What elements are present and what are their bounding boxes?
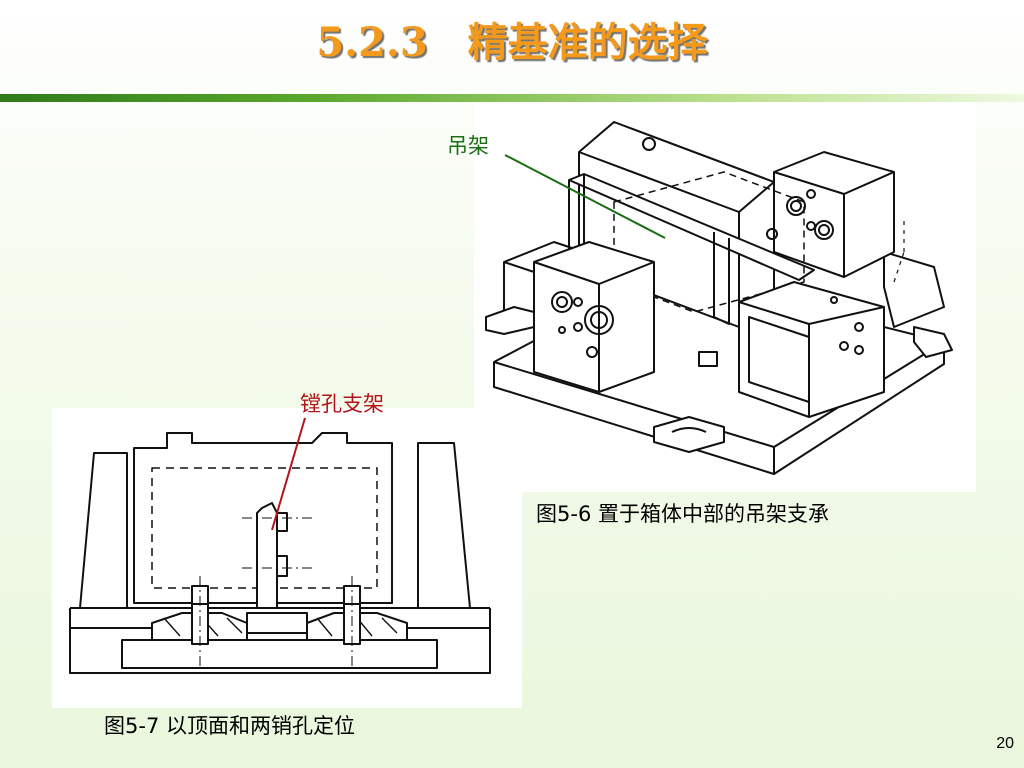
boring-support-callout-label: 镗孔支架 <box>300 392 384 416</box>
title-divider <box>0 94 1024 102</box>
page-number: 20 <box>996 735 1014 752</box>
figure-5-6-image <box>474 102 976 492</box>
figure-5-7-caption: 图5-7 以顶面和两销孔定位 <box>104 714 355 738</box>
slide-title: 5.2.3 精基准的选择 <box>316 19 708 66</box>
figure-5-6-caption: 图5-6 置于箱体中部的吊架支承 <box>536 502 829 526</box>
hanger-callout-label: 吊架 <box>447 134 489 158</box>
figure-5-7-image <box>52 408 522 708</box>
